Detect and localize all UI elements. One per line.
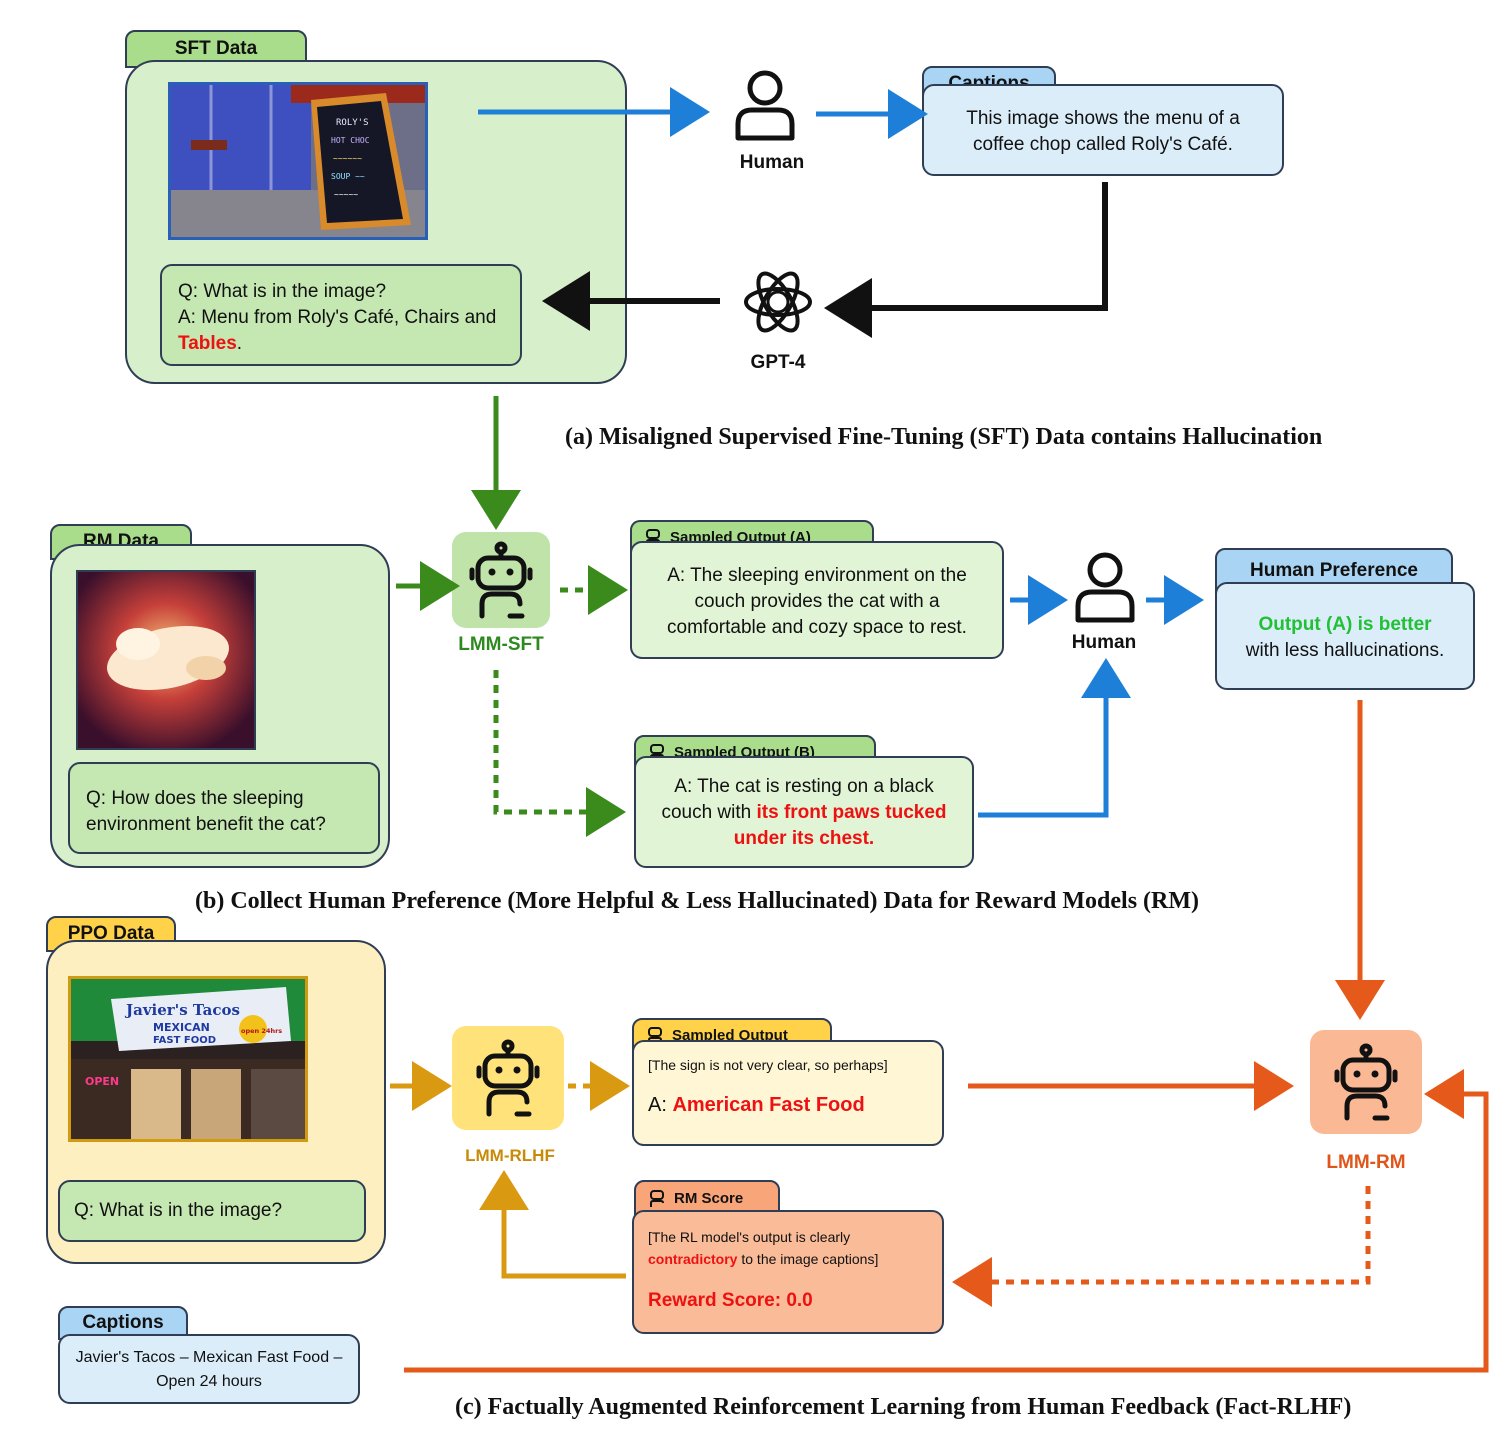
caption-a: (a) Misaligned Supervised Fine-Tuning (S… — [565, 424, 1323, 450]
cat-image — [76, 570, 256, 750]
sampled-output-box: [The sign is not very clear, so perhaps]… — [632, 1040, 944, 1146]
preference-highlight: Output (A) is better — [1258, 614, 1432, 635]
sampled-output-note: [The sign is not very clear, so perhaps] — [648, 1057, 888, 1073]
arrow-rm-to-score — [952, 1186, 1371, 1307]
sign-badge: open 24hrs — [241, 1027, 282, 1035]
sampled-output-answer: A: American Fast Food — [648, 1094, 865, 1116]
arrow-lmm-sft-to-b — [493, 670, 626, 837]
lmm-rlhf-robot-tile — [452, 1026, 564, 1130]
arrow-b-to-human — [978, 658, 1131, 818]
human-icon — [730, 66, 800, 146]
gpt4-logo-icon — [738, 262, 818, 342]
human-label-mid: Human — [1071, 632, 1137, 653]
rm-question-box: Q: How does the sleeping environment ben… — [68, 762, 380, 854]
sft-question: Q: What is in the image? — [178, 281, 387, 302]
svg-text:HOT CHOC: HOT CHOC — [331, 136, 370, 145]
lmm-sft-robot-tile — [452, 532, 550, 628]
svg-text:SOUP ~~: SOUP ~~ — [331, 172, 365, 181]
sign-line1: Javier's Tacos — [124, 1001, 240, 1019]
captions-bottom-box: Javier's Tacos – Mexican Fast Food – Ope… — [58, 1334, 360, 1404]
arrow-captions-to-gpt4 — [824, 182, 1108, 338]
gpt4-label: GPT-4 — [750, 352, 806, 373]
lmm-rm-robot-tile — [1310, 1030, 1422, 1134]
sampled-output-hallucination: American Fast Food — [672, 1094, 865, 1116]
sampled-output-a-text: A: The sleeping environment on the couch… — [667, 565, 967, 638]
caption-b: (b) Collect Human Preference (More Helpf… — [195, 888, 1200, 914]
captions-top-box: This image shows the menu of a coffee ch… — [922, 84, 1284, 176]
preference-rest: with less hallucinations. — [1245, 640, 1445, 661]
robot-icon — [469, 541, 533, 619]
sft-answer: A: Menu from Roly's Café, Chairs and Tab… — [178, 307, 497, 354]
sampled-output-tag-label: Sampled Output — [672, 1026, 788, 1044]
ppo-question: Q: What is in the image? — [74, 1200, 283, 1221]
lmm-rm-label: LMM-RM — [1326, 1152, 1406, 1173]
svg-text:~~~~~: ~~~~~ — [334, 190, 358, 199]
caption-c: (c) Factually Augmented Reinforcement Le… — [455, 1394, 1352, 1420]
lmm-rlhf-label: LMM-RLHF — [465, 1146, 555, 1165]
sampled-output-b-hallucination: its front paws tucked under its chest. — [733, 802, 947, 849]
lmm-sft-label: LMM-SFT — [458, 634, 544, 655]
rm-question: Q: How does the sleeping environment ben… — [86, 788, 326, 835]
sft-qa-box: Q: What is in the image? A: Menu from Ro… — [160, 264, 522, 366]
sign-line2: MEXICAN — [153, 1021, 210, 1034]
rm-score-tag-label: RM Score — [674, 1189, 744, 1207]
sampled-output-a-box: A: The sleeping environment on the couch… — [630, 541, 1004, 659]
captions-bottom-text: Javier's Tacos – Mexican Fast Food – Ope… — [75, 1349, 343, 1390]
rm-score-box: [The RL model's output is clearly contra… — [632, 1210, 944, 1334]
robot-small-icon — [648, 1027, 662, 1044]
sampled-output-b-box: A: The cat is resting on a black couch w… — [634, 756, 974, 868]
captions-top-text: This image shows the menu of a coffee ch… — [966, 108, 1240, 155]
rm-score-note: [The RL model's output is clearly contra… — [648, 1229, 879, 1267]
taco-shop-image: Javier's Tacos MEXICAN FAST FOOD open 24… — [68, 976, 308, 1142]
svg-text:ROLY'S: ROLY'S — [336, 118, 369, 128]
robot-icon — [476, 1039, 540, 1117]
robot-icon — [1334, 1043, 1398, 1121]
ppo-question-box: Q: What is in the image? — [58, 1180, 366, 1242]
open-sign: OPEN — [85, 1075, 119, 1088]
human-label-top: Human — [739, 152, 805, 173]
sft-hallucination: Tables — [178, 333, 237, 354]
robot-small-icon — [650, 1190, 664, 1207]
svg-text:~~~~~~: ~~~~~~ — [333, 154, 362, 163]
sign-line3: FAST FOOD — [153, 1035, 216, 1046]
human-preference-box: Output (A) is better with less hallucina… — [1215, 582, 1475, 690]
reward-score: Reward Score: 0.0 — [648, 1290, 813, 1311]
arrow-captions-to-rm — [404, 1069, 1489, 1373]
sampled-output-b-text: A: The cat is resting on a black couch w… — [661, 776, 934, 823]
cafe-menu-image: ROLY'S HOT CHOC ~~~~~~ SOUP ~~ ~~~~~ — [168, 82, 428, 240]
human-icon — [1070, 548, 1140, 628]
arrow-score-to-rlhf — [479, 1170, 626, 1279]
rm-score-contradictory: contradictory — [648, 1251, 738, 1267]
